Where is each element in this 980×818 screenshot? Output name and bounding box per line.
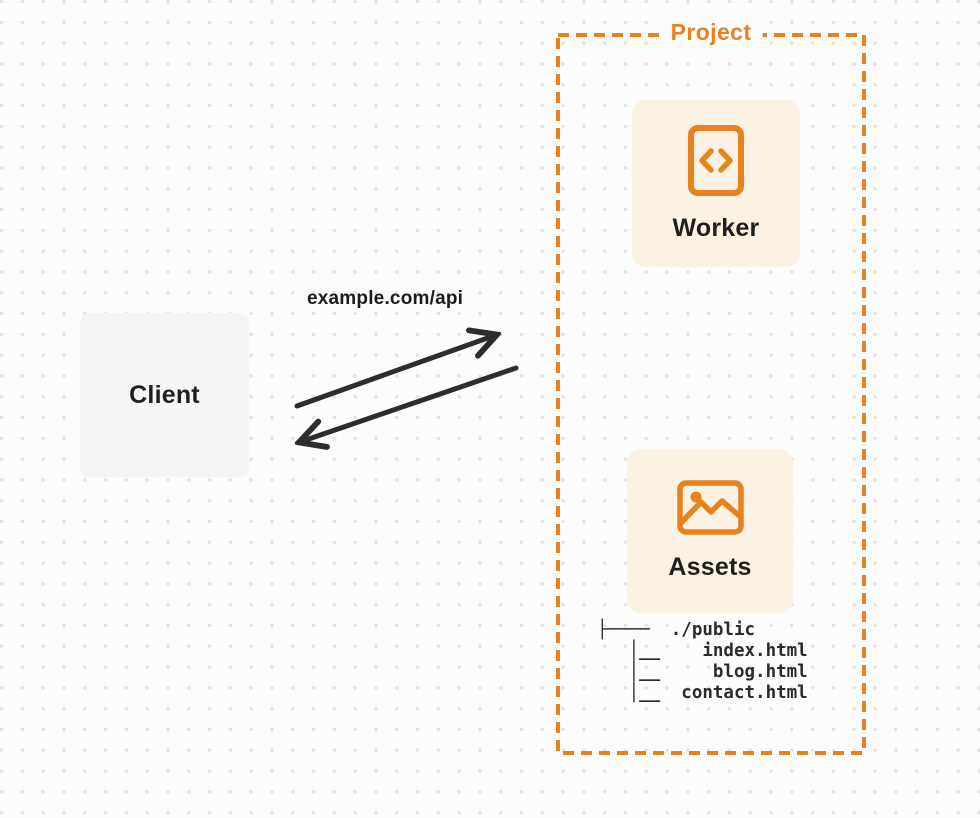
response-arrow [300,365,519,442]
project-boundary: Project Worker Assets ├──── ./public │__… [558,19,864,753]
worker-node: Worker [632,100,800,267]
client-node: Client [80,313,249,477]
assets-file-tree: ├──── ./public │__ index.html │__ blog.h… [597,620,808,703]
assets-node: Assets [627,449,793,613]
assets-label: Assets [668,553,752,581]
request-url-label: example.com/api [307,288,464,309]
project-label: Project [659,19,763,46]
client-label: Client [129,380,200,409]
request-arrow [294,335,496,409]
image-icon [676,480,744,535]
code-file-icon [688,124,744,196]
worker-label: Worker [672,213,760,242]
